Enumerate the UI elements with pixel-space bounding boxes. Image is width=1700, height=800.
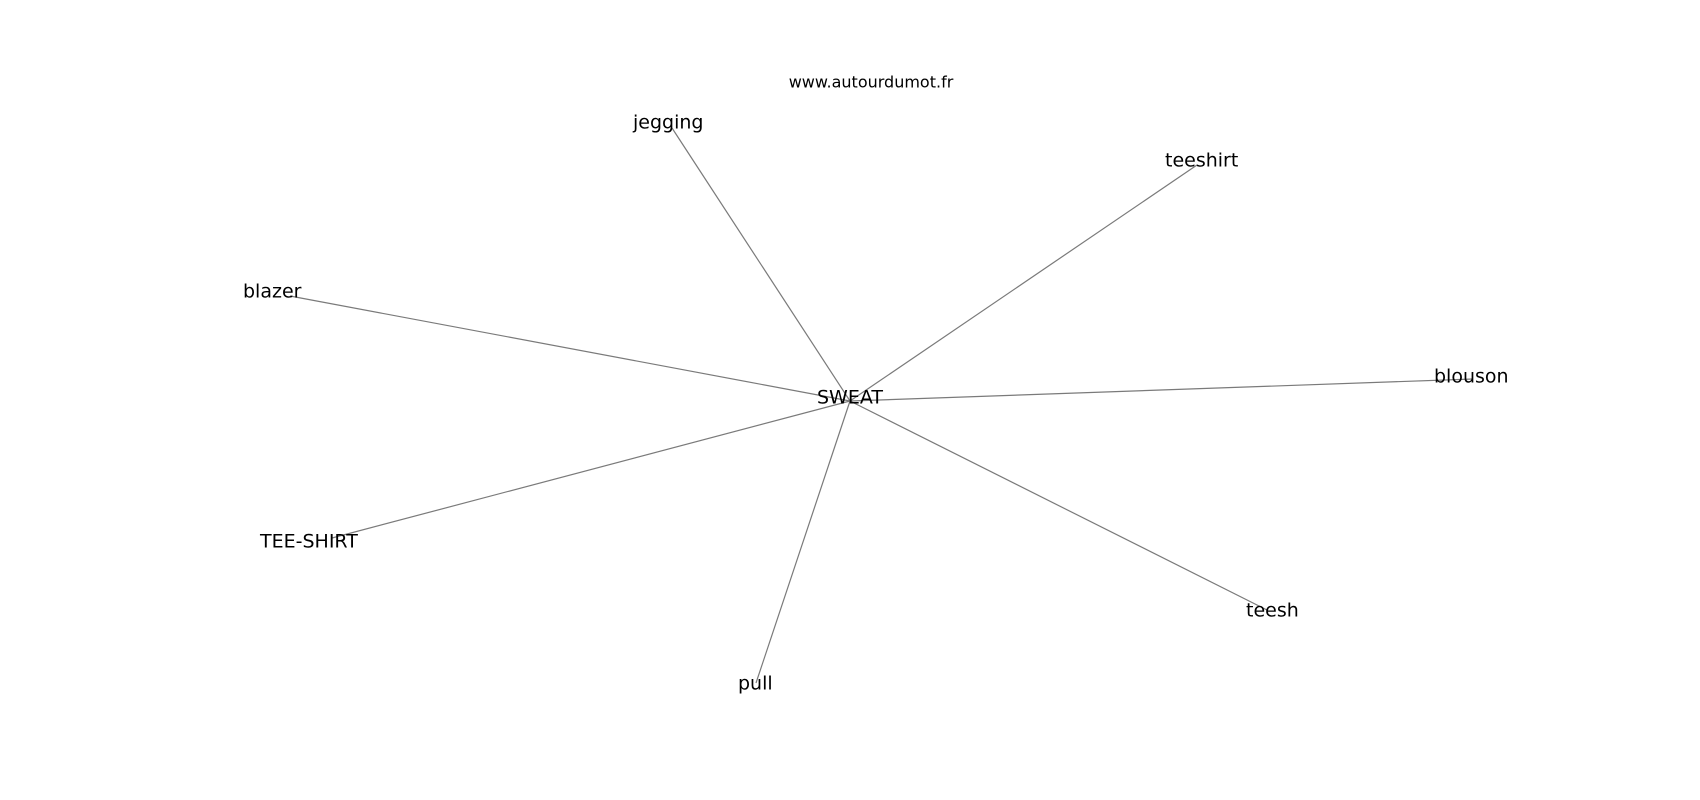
edge-jegging <box>671 127 851 402</box>
node-pull[interactable]: pull <box>738 673 773 695</box>
edge-blouson <box>849 378 1474 402</box>
source-label[interactable]: www.autourdumot.fr <box>789 73 954 92</box>
edge-pull <box>755 400 851 684</box>
node-tee-shirt[interactable]: TEE-SHIRT <box>259 531 358 553</box>
node-jegging[interactable]: jegging <box>632 112 703 134</box>
edge-tee-shirt <box>331 400 851 539</box>
node-blouson[interactable]: blouson <box>1434 366 1509 388</box>
edge-blazer <box>289 295 851 402</box>
node-center-sweat[interactable]: SWEAT <box>817 387 883 409</box>
edge-teesh <box>849 400 1268 611</box>
node-blazer[interactable]: blazer <box>243 281 302 303</box>
edge-teeshirt <box>849 164 1198 402</box>
node-teeshirt[interactable]: teeshirt <box>1165 150 1238 172</box>
node-teesh[interactable]: teesh <box>1246 600 1299 622</box>
